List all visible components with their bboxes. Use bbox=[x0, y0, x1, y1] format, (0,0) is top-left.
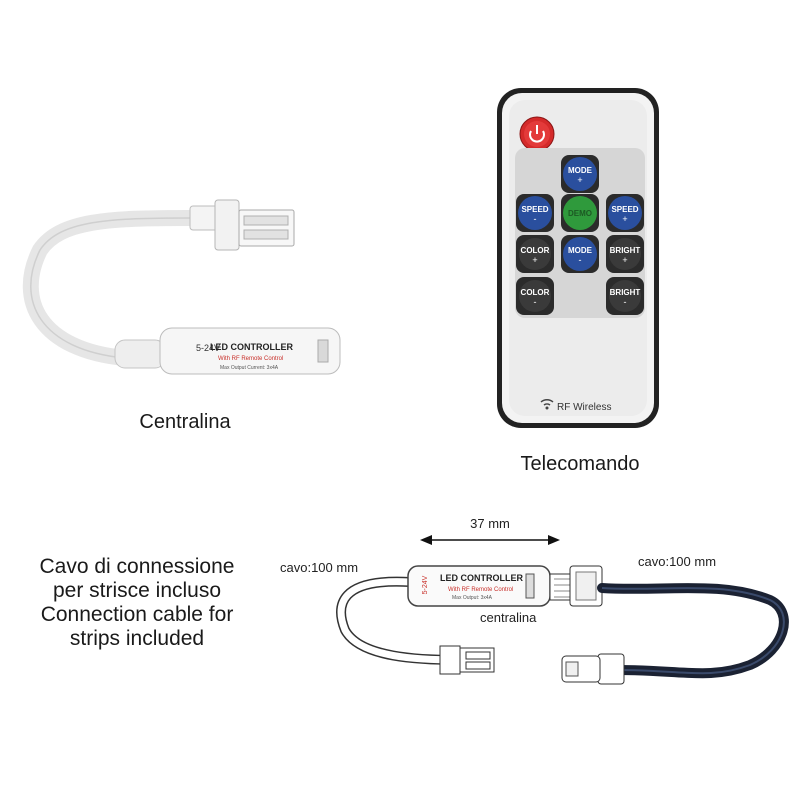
speed-minus-label: SPEED bbox=[521, 205, 548, 214]
remote-caption: Telecomando bbox=[520, 453, 640, 475]
bright-minus-button[interactable]: BRIGHT - bbox=[606, 277, 644, 315]
mode-plus-button[interactable]: MODE + bbox=[561, 155, 599, 193]
svg-text:5-24V: 5-24V bbox=[422, 575, 429, 594]
diagram-label-spec: Max Output: 3x4A bbox=[452, 595, 493, 601]
diagram-label-sub: With RF Remote Control bbox=[448, 587, 513, 593]
color-minus-button[interactable]: COLOR - bbox=[516, 277, 554, 315]
wifi-icon bbox=[540, 398, 554, 410]
color-plus-button[interactable]: COLOR + bbox=[516, 235, 554, 273]
speed-plus-button[interactable]: SPEED + bbox=[606, 194, 644, 232]
cable-right-label: cavo:100 mm bbox=[638, 554, 716, 569]
controller-caption: Centralina bbox=[139, 411, 231, 433]
speed-plus-label: SPEED bbox=[611, 205, 638, 214]
cable-caption-line-2: per strisce incluso bbox=[52, 579, 222, 602]
unit-label: centralina bbox=[480, 610, 537, 625]
bright-plus-label: BRIGHT bbox=[610, 246, 641, 255]
cable-caption-line-4: strips included bbox=[69, 627, 205, 650]
demo-label: DEMO bbox=[568, 209, 592, 218]
remote-control: MODE + SPEED - DEMO SPEED + COLOR + MODE… bbox=[497, 88, 659, 428]
color-minus-label: COLOR bbox=[521, 288, 550, 297]
controller-label-sub: With RF Remote Control bbox=[218, 356, 283, 362]
cable-caption-line-1: Cavo di connessione bbox=[39, 555, 235, 578]
bright-minus-sign: - bbox=[624, 297, 627, 307]
color-plus-sign: + bbox=[532, 255, 537, 265]
color-minus-sign: - bbox=[534, 297, 537, 307]
mode-minus-sign: - bbox=[579, 255, 582, 265]
cable-caption: Cavo di connessione per strisce incluso … bbox=[12, 555, 262, 651]
cable-left-label: cavo:100 mm bbox=[280, 560, 358, 575]
svg-text:5-24V: 5-24V bbox=[196, 343, 220, 353]
speed-plus-sign: + bbox=[622, 214, 627, 224]
connection-diagram: 37 mm cavo:100 mm cavo:100 mm 5-24V LED … bbox=[280, 516, 789, 685]
mode-plus-label: MODE bbox=[568, 166, 593, 175]
bright-minus-label: BRIGHT bbox=[610, 288, 641, 297]
remote-brand: RF Wireless bbox=[557, 402, 611, 413]
diagram-label-title: LED CONTROLLER bbox=[440, 573, 523, 583]
controller-label-title: LED CONTROLLER bbox=[210, 342, 293, 352]
controller-label-spec: Max Output Current: 3x4A bbox=[220, 365, 279, 371]
bright-plus-sign: + bbox=[622, 255, 627, 265]
mode-minus-button[interactable]: MODE - bbox=[561, 235, 599, 273]
speed-minus-sign: - bbox=[534, 214, 537, 224]
mode-plus-sign: + bbox=[577, 175, 582, 185]
controller-side-label: 5-24V bbox=[196, 343, 220, 353]
demo-button[interactable]: DEMO bbox=[561, 194, 599, 232]
power-button[interactable] bbox=[519, 116, 555, 152]
color-plus-label: COLOR bbox=[521, 246, 550, 255]
cable-caption-line-3: Connection cable for bbox=[40, 603, 234, 626]
dimension-label: 37 mm bbox=[470, 516, 510, 531]
mode-minus-label: MODE bbox=[568, 246, 593, 255]
bright-plus-button[interactable]: BRIGHT + bbox=[606, 235, 644, 273]
speed-minus-button[interactable]: SPEED - bbox=[516, 194, 554, 232]
dimension-arrow bbox=[420, 535, 560, 545]
controller-photo: 5-24V LED CONTROLLER With RF Remote Cont… bbox=[22, 199, 341, 375]
